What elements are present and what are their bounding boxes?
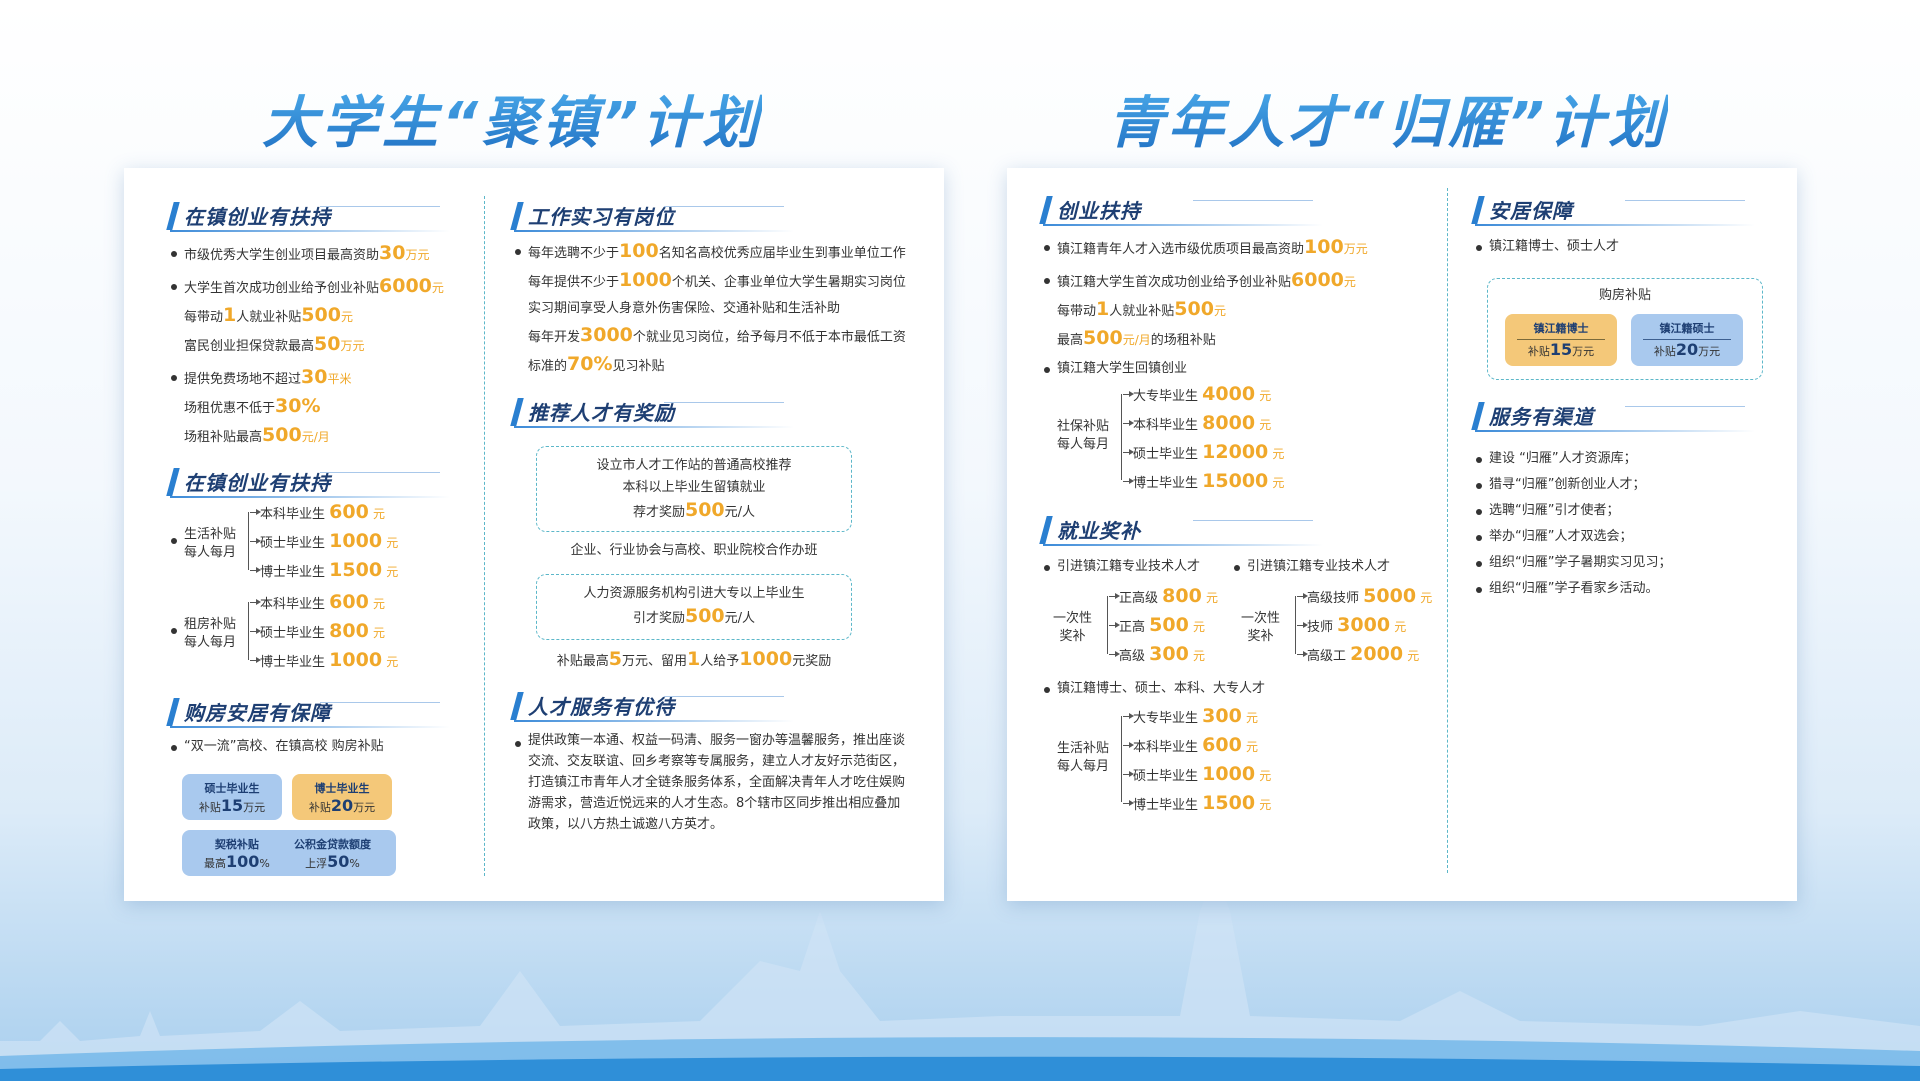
- referral-box-hr: 人力资源服务机构引进大专以上毕业生 引才奖励500元/人: [536, 574, 852, 640]
- right-panel: 创业扶持 镇江籍青年人才入选市级优质项目最高资助100万元 镇江籍大学生首次成功…: [1007, 168, 1797, 901]
- housing-subsidy-title: 购房补贴: [1598, 288, 1651, 303]
- section-title: 在镇创业有扶持: [184, 205, 331, 229]
- section-service-channels: 服务有渠道 建设 “归雁”人才资源库； 猎寻“归雁”创新创业人才； 选聘“归雁”…: [1471, 400, 1775, 602]
- section-referral-reward: 推荐人才有奖励: [510, 396, 924, 430]
- left-panel: 在镇创业有扶持 市级优秀大学生创业项目最高资助30万元 大学生首次成功创业给予创…: [124, 168, 944, 901]
- list-item: 组织“归雁”学子看家乡活动。: [1475, 576, 1775, 602]
- badge-phd-housing: 博士毕业生补贴20万元: [292, 774, 392, 820]
- list-subitem: 富民创业担保贷款最高50万元: [184, 333, 365, 355]
- right-panel-divider: [1447, 188, 1448, 873]
- left-panel-divider: [484, 196, 485, 876]
- list-item: 组织“归雁”学子暑期实习见习；: [1475, 550, 1775, 576]
- list-subitem: 场租优惠不低于30%: [184, 395, 321, 417]
- section-internship: 工作实习有岗位 每年选聘不少于100名知名高校优秀应届毕业生到事业单位工作 每年…: [510, 200, 924, 380]
- tree-living-subsidy-r: 生活补贴每人每月 大专毕业生 300 元 本科毕业生 600 元 硕士毕业生 1…: [1043, 705, 1443, 822]
- list-item: 市级优秀大学生创业项目最高资助30万元: [170, 240, 444, 269]
- list-item: 提供免费场地不超过30平米: [170, 364, 444, 393]
- tree-tech-talent: 一次性奖补 正高级 800 元 正高 500 元 高级 300 元: [1043, 585, 1233, 676]
- right-main-title: 青年人才“归雁”计划: [1108, 78, 1668, 159]
- section-talent-service: 人才服务有优待 提供政策一本通、权益一码清、服务一窗办等温馨服务，推出座谈交流、…: [510, 690, 924, 835]
- section-employment-reward: 就业奖补 引进镇江籍专业技术人才 引进镇江籍专业技术人才 一次性奖补 正高级 8…: [1039, 514, 1443, 822]
- list-subitem: 标准的70%见习补贴: [528, 353, 665, 375]
- tree-rent-subsidy: 租房补贴每人每月 本科毕业生 600 元 硕士毕业生 800 元 博士毕业生 1…: [170, 591, 470, 682]
- section-title: 服务有渠道: [1489, 405, 1594, 429]
- list-item: 举办“归雁”人才双选会；: [1475, 524, 1775, 550]
- list-subitem: 每年提供不少于1000个机关、企事业单位大学生暑期实习岗位: [528, 269, 906, 291]
- subsidy-cap-text: 补贴最高5万元、留用1人给予1000元奖励: [556, 648, 832, 670]
- section-title: 工作实习有岗位: [528, 205, 675, 229]
- badge-zj-phd: 镇江籍博士 补贴15万元: [1505, 314, 1617, 366]
- tree-social-insurance: 社保补贴每人每月 大专毕业生 4000 元 本科毕业生 8000 元 硕士毕业生…: [1043, 383, 1443, 500]
- list-item: 猎寻“归雁”创新创业人才；: [1475, 472, 1775, 498]
- left-main-title: 大学生“聚镇”计划: [262, 78, 762, 159]
- section-title: 购房安居有保障: [184, 701, 331, 725]
- list-item: 镇江籍博士、硕士、本科、大专人才: [1043, 676, 1443, 702]
- section-title: 安居保障: [1489, 199, 1573, 223]
- list-item: 提供政策一本通、权益一码清、服务一窗办等温馨服务，推出座谈交流、交友联谊、回乡考…: [514, 730, 908, 835]
- list-subitem: 实习期间享受人身意外伤害保险、交通补贴和生活补助: [528, 301, 841, 316]
- list-item: 镇江籍大学生首次成功创业给予创业补贴6000元: [1043, 267, 1443, 296]
- housing-subsidy-box: 购房补贴: [1487, 278, 1763, 380]
- badge-tax-fund: 契税补贴最高100% 公积金贷款额度上浮50%: [182, 830, 396, 876]
- section-startup-support: 在镇创业有扶持 市级优秀大学生创业项目最高资助30万元 大学生首次成功创业给予创…: [166, 200, 450, 451]
- list-item: “双一流”高校、在镇高校 购房补贴: [170, 734, 470, 760]
- referral-box-university: 设立市人才工作站的普通高校推荐 本科以上毕业生留镇就业 荐才奖励500元/人: [536, 446, 852, 532]
- section-title: 人才服务有优待: [528, 695, 675, 719]
- list-item: 镇江籍青年人才入选市级优质项目最高资助100万元: [1043, 234, 1443, 263]
- list-item: 建设 “归雁”人才资源库；: [1475, 446, 1775, 472]
- section-living-subsidy: 在镇创业有扶持 生活补贴每人每月 本科毕业生 600 元 硕士毕业生 1000 …: [166, 466, 470, 682]
- list-subitem: 最高500元/月的场租补贴: [1057, 327, 1216, 349]
- section-title: 就业奖补: [1057, 519, 1141, 543]
- list-subitem: 每带动1人就业补贴500元: [1057, 298, 1226, 320]
- list-subitem: 每带动1人就业补贴500元: [184, 304, 353, 326]
- list-item: 引进镇江籍专业技术人才: [1043, 554, 1200, 580]
- list-item: 每年选聘不少于100名知名高校优秀应届毕业生到事业单位工作: [514, 238, 924, 267]
- list-item: 镇江籍大学生回镇创业: [1043, 356, 1443, 382]
- tree-skilled-talent: 一次性奖补 高级技师 5000 元 技师 3000 元 高级工 2000 元: [1233, 585, 1453, 676]
- section-housing-security: 安居保障 镇江籍博士、硕士人才: [1471, 194, 1775, 260]
- list-item: 引进镇江籍专业技术人才: [1233, 554, 1390, 580]
- list-item: 大学生首次成功创业给予创业补贴6000元: [170, 273, 444, 302]
- badge-master-housing: 硕士毕业生补贴15万元: [182, 774, 282, 820]
- list-item: 镇江籍博士、硕士人才: [1475, 234, 1775, 260]
- section-title: 在镇创业有扶持: [184, 471, 331, 495]
- list-subitem: 场租补贴最高500元/月: [184, 424, 330, 446]
- cooperation-text: 企业、行业协会与高校、职业院校合作办班: [570, 543, 818, 558]
- section-housing: 购房安居有保障 “双一流”高校、在镇高校 购房补贴: [166, 696, 470, 760]
- section-title: 推荐人才有奖励: [528, 401, 675, 425]
- list-item: 选聘“归雁”引才使者；: [1475, 498, 1775, 524]
- badge-zj-master: 镇江籍硕士 补贴20万元: [1631, 314, 1743, 366]
- tree-living-subsidy: 生活补贴每人每月 本科毕业生 600 元 硕士毕业生 1000 元 博士毕业生 …: [170, 501, 470, 592]
- section-entrepreneurship: 创业扶持 镇江籍青年人才入选市级优质项目最高资助100万元 镇江籍大学生首次成功…: [1039, 194, 1443, 500]
- section-title: 创业扶持: [1057, 199, 1141, 223]
- list-subitem: 每年开发3000个就业见习岗位，给予每月不低于本市最低工资: [528, 324, 906, 346]
